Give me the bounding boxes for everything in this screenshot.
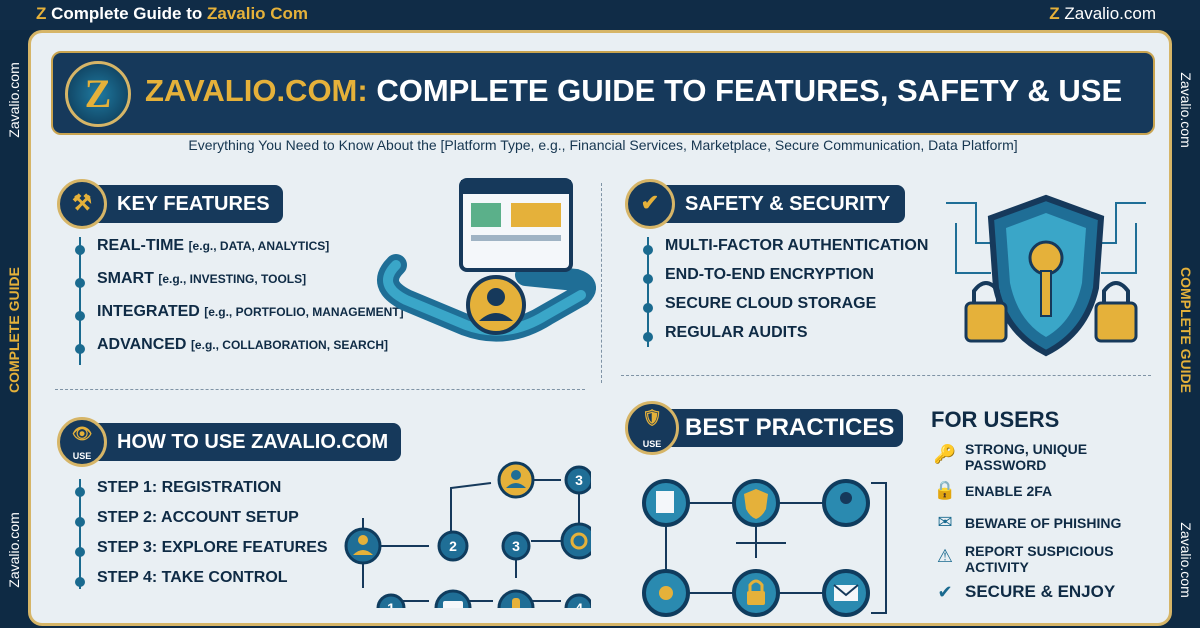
how-to-use-heading: HOW TO USE ZAVALIO.COM [67, 423, 401, 461]
header-logo-glyph: Z [84, 71, 112, 116]
password-icon: 🔑 [933, 444, 957, 465]
security-illustration [946, 194, 1146, 357]
left-rail-site-2: Zavalio.com [6, 512, 22, 588]
key-features-title: KEY FEATURES [117, 193, 270, 215]
divider-vertical [601, 183, 602, 383]
right-rail-site-2: Zavalio.com [1178, 522, 1194, 598]
main-panel: Z ZAVALIO.COM: COMPLETE GUIDE TO FEATURE… [28, 30, 1172, 626]
safety-item: END-TO-END ENCRYPTION [665, 266, 874, 283]
list-item: MULTI-FACTOR AUTHENTICATION [643, 237, 943, 266]
feature-hint: [e.g., INVESTING, TOOLS] [158, 272, 307, 286]
top-site-label: Zavalio.com [1064, 4, 1156, 23]
left-rail-site: Zavalio.com [6, 62, 22, 138]
user-step-icon [344, 527, 382, 565]
steps-flow-diagram: 2 3 3 1 4 [344, 461, 591, 608]
top-logo-glyph: Z [36, 4, 47, 23]
safety-item: REGULAR AUDITS [665, 324, 808, 341]
right-rail-guide: COMPLETE GUIDE [1178, 266, 1194, 394]
features-illustration [377, 178, 596, 342]
safety-list: MULTI-FACTOR AUTHENTICATION END-TO-END E… [643, 237, 943, 353]
page-title: ZAVALIO.COM: COMPLETE GUIDE TO FEATURES,… [145, 73, 1122, 109]
list-item: STEP 4: TAKE CONTROL [75, 569, 355, 599]
safety-item: MULTI-FACTOR AUTHENTICATION [665, 237, 929, 254]
flow-number: 4 [575, 600, 583, 608]
settings-gear-icon [560, 522, 591, 560]
feature-label: ADVANCED [97, 336, 187, 353]
step-item: STEP 3: EXPLORE FEATURES [97, 539, 328, 556]
best-practices-title: BEST PRACTICES [685, 414, 895, 441]
top-site-link[interactable]: Z Zavalio.com [1049, 4, 1156, 24]
flow-number: 3 [512, 538, 520, 554]
circuit-lines [946, 202, 1146, 274]
flow-number: 2 [449, 538, 457, 554]
divider-right [621, 375, 1151, 376]
flow-number: 3 [575, 472, 583, 488]
use-badge-label: USE [72, 451, 92, 461]
list-item: END-TO-END ENCRYPTION [643, 266, 943, 295]
step-item: STEP 2: ACCOUNT SETUP [97, 509, 299, 526]
safety-title: SAFETY & SECURITY [685, 193, 891, 215]
practice-item: BEWARE OF PHISHING [965, 515, 1122, 531]
best-practices-heading: BEST PRACTICES [635, 409, 903, 447]
list-item: STEP 1: REGISTRATION [75, 479, 355, 509]
list-item: REAL-TIME [e.g., DATA, ANALYTICS] [75, 237, 395, 270]
steps-list: STEP 1: REGISTRATION STEP 2: ACCOUNT SET… [75, 479, 355, 599]
padlock-left-icon [964, 301, 1008, 343]
practice-item: ENABLE 2FA [965, 483, 1053, 499]
left-rail-guide: COMPLETE GUIDE [6, 266, 22, 394]
safety-item: SECURE CLOUD STORAGE [665, 295, 877, 312]
list-item: REGULAR AUDITS [643, 324, 943, 353]
zavalio-logo-icon: Z [65, 61, 131, 127]
shield-check-icon: ✔ [625, 179, 675, 229]
practice-item: REPORT SUSPICIOUS ACTIVITY [965, 543, 1114, 575]
tools-icon: ⚒ [57, 179, 107, 229]
lock-icon: 🔒 [933, 480, 957, 501]
list-item: ADVANCED [e.g., COLLABORATION, SEARCH] [75, 336, 395, 369]
divider-left [55, 389, 585, 390]
feature-label: INTEGRATED [97, 303, 200, 320]
feature-label: SMART [97, 270, 154, 287]
right-rail-site: Zavalio.com [1178, 72, 1194, 148]
warning-icon: ⚠ [936, 546, 954, 567]
title-brand: ZAVALIO.COM: [145, 73, 368, 108]
left-rail: Zavalio.com COMPLETE GUIDE Zavalio.com [0, 30, 28, 628]
top-site-logo-icon: Z [1049, 4, 1060, 23]
header-banner: Z ZAVALIO.COM: COMPLETE GUIDE TO FEATURE… [51, 51, 1155, 135]
feature-label: REAL-TIME [97, 237, 185, 254]
right-rail: Zavalio.com COMPLETE GUIDE Zavalio.com [1172, 30, 1200, 628]
list-item: STEP 2: ACCOUNT SETUP [75, 509, 355, 539]
feature-hint: [e.g., COLLABORATION, SEARCH] [190, 338, 389, 352]
top-brand-prefix: Complete Guide to [51, 4, 207, 23]
top-bar: Z Complete Guide to Zavalio Com Z Zavali… [0, 0, 1200, 30]
key-features-list: REAL-TIME [e.g., DATA, ANALYTICS] SMART … [75, 237, 404, 369]
top-brand: Z Complete Guide to Zavalio Com [36, 4, 308, 24]
padlock-right-icon [1094, 301, 1138, 343]
list-item: SECURE CLOUD STORAGE [643, 295, 943, 324]
how-to-use-title: HOW TO USE ZAVALIO.COM [117, 431, 389, 453]
shield-use-icon: 🛡 USE [625, 401, 679, 455]
feature-hint: [e.g., PORTFOLIO, MANAGEMENT] [204, 305, 404, 319]
safety-heading: SAFETY & SECURITY [635, 185, 905, 223]
best-practices-badge-label: USE [642, 439, 662, 449]
for-users-title: FOR USERS [931, 407, 1060, 432]
practice-item: STRONG, UNIQUE PASSWORD [965, 441, 1088, 473]
feature-hint: [e.g., DATA, ANALYTICS] [188, 239, 330, 253]
eye-icon: 👁 USE [57, 417, 107, 467]
page-subtitle: Everything You Need to Know About the [P… [188, 137, 1018, 153]
key-icon [1028, 240, 1064, 276]
list-item: STEP 3: EXPLORE FEATURES [75, 539, 355, 569]
best-practices-network [642, 479, 887, 617]
shield-check-icon: ✔ [937, 582, 953, 603]
step-item: STEP 4: TAKE CONTROL [97, 569, 288, 586]
top-brand-name: Zavalio Com [206, 4, 309, 23]
practice-item: SECURE & ENJOY [965, 582, 1116, 601]
list-item: SMART [e.g., INVESTING, TOOLS] [75, 270, 395, 303]
step-item: STEP 1: REGISTRATION [97, 479, 282, 496]
mail-icon: ✉ [937, 512, 953, 533]
title-rest: COMPLETE GUIDE TO FEATURES, SAFETY & USE [367, 73, 1123, 108]
flow-number: 1 [387, 600, 395, 608]
list-item: INTEGRATED [e.g., PORTFOLIO, MANAGEMENT] [75, 303, 404, 336]
